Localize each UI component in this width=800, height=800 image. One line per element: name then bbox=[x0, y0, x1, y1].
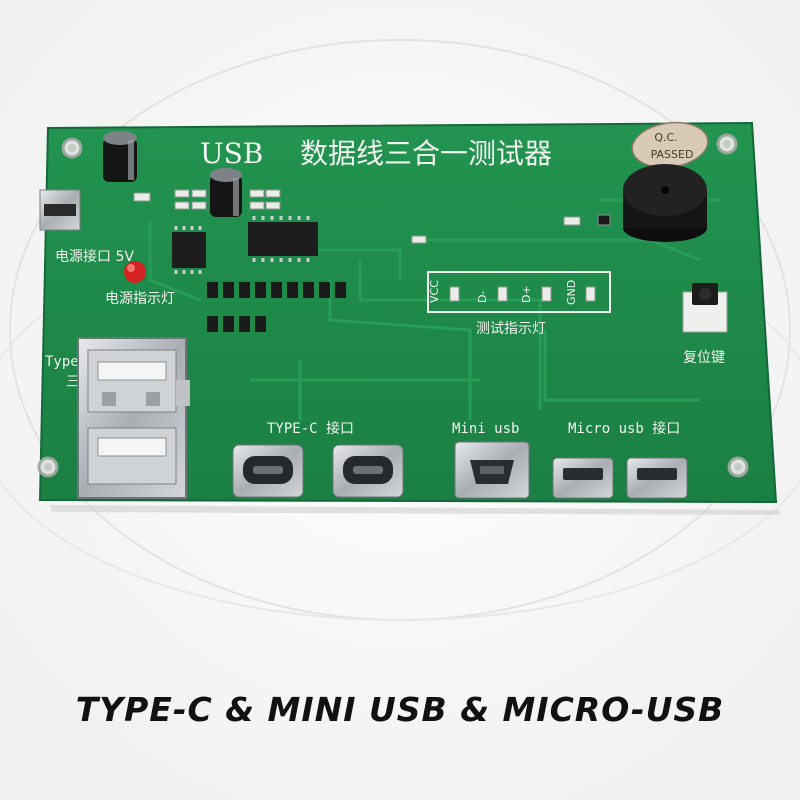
typec-port bbox=[232, 444, 304, 498]
power-port-label: 电源接口 5V bbox=[55, 248, 134, 265]
board-title-cn: 数据线三合一测试器 bbox=[300, 137, 552, 170]
test-leds-label: 测试指示灯 bbox=[476, 321, 546, 337]
usb-a-stacked-port bbox=[77, 337, 190, 499]
board-title-usb: USB bbox=[200, 137, 263, 170]
reset-label: 复位键 bbox=[683, 349, 725, 366]
buzzer bbox=[623, 164, 707, 242]
ic-chip-large bbox=[248, 216, 318, 262]
board-shadow bbox=[50, 505, 780, 515]
pin-label-vcc: VCC bbox=[428, 280, 441, 303]
smd-resistors bbox=[133, 189, 611, 244]
pcb-board bbox=[38, 121, 778, 504]
typec-label: TYPE-C 接口 bbox=[267, 420, 354, 437]
qc-sticker-line2: PASSED bbox=[651, 148, 694, 161]
mini-usb-label: Mini usb bbox=[452, 421, 519, 437]
smd-resistor-row bbox=[207, 282, 346, 332]
qc-passed-sticker: Q.C. PASSED bbox=[631, 121, 709, 169]
product-caption: TYPE-C & MINI USB & MICRO-USB bbox=[75, 690, 725, 729]
qc-sticker-line1: Q.C. bbox=[654, 131, 677, 144]
micro-usb-port bbox=[626, 457, 688, 499]
capacitor bbox=[210, 168, 242, 217]
pin-label-d-plus: D+ bbox=[520, 285, 533, 303]
mini-usb-port bbox=[454, 441, 530, 499]
capacitor bbox=[103, 131, 137, 182]
micro-usb-label: Micro usb 接口 bbox=[568, 420, 680, 437]
pin-label-d-minus: D- bbox=[476, 291, 489, 303]
reset-button bbox=[682, 283, 728, 333]
micro-usb-port bbox=[552, 457, 614, 499]
test-led-box bbox=[427, 271, 611, 313]
power-led-label: 电源指示灯 bbox=[105, 291, 175, 307]
ic-chip-small bbox=[172, 226, 206, 274]
mounting-holes bbox=[37, 133, 749, 478]
typec-port bbox=[332, 444, 404, 498]
power-micro-usb-port bbox=[39, 189, 81, 231]
pin-label-gnd: GND bbox=[565, 280, 578, 305]
power-led bbox=[124, 261, 146, 283]
